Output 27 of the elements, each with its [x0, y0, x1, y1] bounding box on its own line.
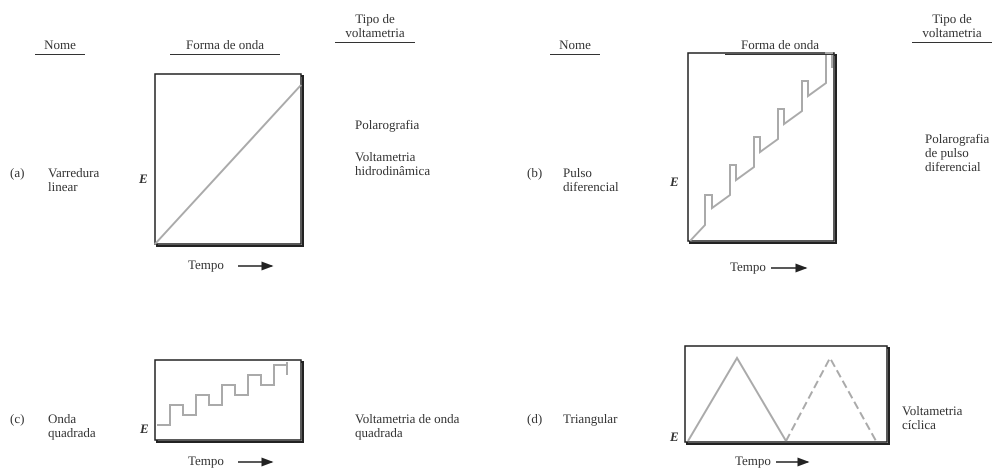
axis-label: E [140, 422, 149, 436]
row-letter: (b) [527, 166, 544, 180]
axis-label: Tempo [735, 454, 772, 468]
technique-name: Polarografia [355, 118, 420, 132]
axis-label: Tempo [188, 454, 225, 468]
axis-label: E [670, 175, 679, 189]
waveform-name: Varredura linear [48, 166, 100, 194]
row-letter: (d) [527, 412, 544, 426]
row-letter: (c) [10, 412, 26, 426]
column-header: Nome [550, 38, 600, 55]
column-header: Nome [35, 38, 85, 55]
column-header: Forma de onda [170, 38, 280, 55]
axis-label: Tempo [188, 258, 225, 272]
technique-name: Polarografia de pulso diferencial [925, 132, 990, 174]
waveform-name: Onda quadrada [48, 412, 97, 440]
column-header: Tipo de voltametria [335, 12, 415, 43]
axis-label: E [670, 430, 679, 444]
column-header: Tipo de voltametria [912, 12, 992, 43]
axis-label: E [139, 172, 148, 186]
axis-label: Tempo [730, 260, 767, 274]
technique-name: Voltametria hidrodinâmica [355, 150, 432, 178]
waveform-name: Triangular [563, 412, 618, 426]
row-letter: (a) [10, 166, 26, 180]
technique-name: Voltametria cíclica [902, 404, 964, 432]
technique-name: Voltametria de onda quadrada [355, 412, 460, 440]
column-header: Forma de onda [725, 38, 835, 55]
waveform-name: Pulso diferencial [563, 166, 620, 194]
